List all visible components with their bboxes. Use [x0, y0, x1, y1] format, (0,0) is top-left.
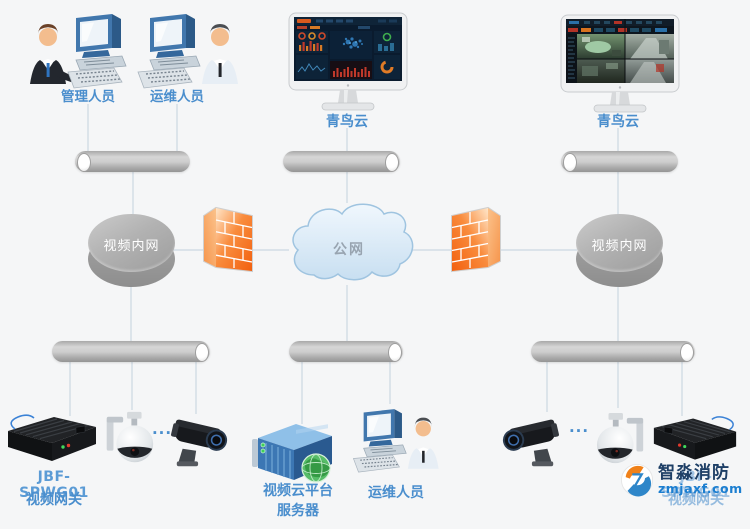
- public-cloud-label: 公网: [333, 242, 365, 258]
- bus-bar-bottom-left: [52, 341, 210, 362]
- server-label-line1: 视频云平台: [263, 483, 333, 499]
- left-intranet-label: 视频内网: [103, 239, 160, 254]
- watermark-brand: 智淼消防: [658, 462, 730, 483]
- ops-top-label: 运维人员: [150, 89, 204, 105]
- bus-bar-bottom-center: [289, 341, 403, 362]
- watermark-site: zmjaxf.com: [658, 481, 743, 497]
- right-intranet-label: 视频内网: [591, 239, 648, 254]
- video-gateway-right-icon: [653, 416, 737, 461]
- dashboard-monitor-icon: [288, 12, 408, 111]
- public-cloud-icon: [292, 203, 414, 281]
- left-gateway-name-label: 视频网关: [26, 492, 82, 508]
- bus-bar-bottom-right: [531, 341, 695, 362]
- ops-workstation-bottom-icon: [352, 408, 440, 473]
- admin-label: 管理人员: [61, 89, 115, 105]
- bullet-camera-right-icon: [500, 417, 560, 468]
- disk-top: [88, 214, 175, 272]
- firewall-right-icon: [451, 207, 501, 272]
- left-gateway-model-label: JBF-SPWG01: [19, 469, 89, 501]
- server-label-line2: 服务器: [277, 503, 319, 519]
- center-monitor-label: 青鸟云: [326, 114, 368, 130]
- right-intranet-node: 视频内网: [576, 214, 663, 288]
- ellipsis-right: ...: [568, 418, 590, 436]
- firewall-left-icon: [203, 207, 253, 272]
- right-gateway-model-label: JBF-SPWG01: [661, 469, 731, 501]
- cctv-monitor-icon: [560, 14, 680, 113]
- disk-top: [576, 214, 663, 272]
- bus-bar-top-center: [283, 151, 400, 172]
- ops-bottom-label: 运维人员: [368, 485, 424, 501]
- bus-bar-top-right: [561, 151, 678, 172]
- video-gateway-left-icon: [7, 414, 97, 462]
- watermark-logo-icon: [620, 463, 654, 497]
- right-monitor-label: 青鸟云: [597, 114, 639, 130]
- cloud-server-icon: [252, 424, 332, 483]
- right-gateway-name-label: 视频网关: [668, 492, 724, 508]
- dome-camera-left-icon: [106, 411, 154, 463]
- watermark: 智淼消防 zmjaxf.com: [620, 463, 743, 497]
- bullet-camera-left-icon: [170, 417, 230, 468]
- bus-bar-top-left: [75, 151, 190, 172]
- left-intranet-node: 视频内网: [88, 214, 175, 288]
- ellipsis-left: ...: [151, 420, 173, 438]
